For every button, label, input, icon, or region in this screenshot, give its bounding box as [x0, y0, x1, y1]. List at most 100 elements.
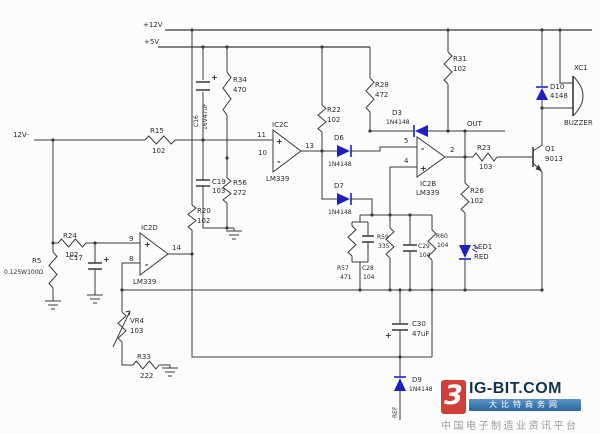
ground-icon [87, 292, 103, 304]
ic2b-pin-bot: 4 [404, 157, 409, 165]
r22-val: 102 [327, 116, 340, 124]
capacitor-c28 [362, 235, 374, 243]
c17-ref: C17 [69, 254, 83, 262]
opamp-ic2d [139, 232, 169, 276]
r22-ref: R22 [327, 106, 341, 114]
ic2c-plus: + [276, 137, 283, 146]
resistors [48, 51, 498, 370]
r59-ref: R59 [377, 234, 389, 241]
ic2c-ref: IC2C [272, 121, 288, 129]
capacitor-c17 [88, 262, 102, 270]
ic2b-chip: LM339 [416, 189, 439, 197]
ground-icon [226, 230, 242, 240]
resistor-r26 [460, 182, 470, 214]
diode-d10 [536, 86, 548, 100]
capacitor-c29 [403, 244, 417, 252]
r57-val: 471 [340, 274, 352, 281]
xc1-ref: XC1 [574, 64, 588, 72]
r60-val: 104 [437, 242, 449, 249]
r26-ref: R26 [470, 187, 484, 195]
resistor-r5 [48, 251, 58, 289]
resistor-r33 [132, 360, 160, 370]
d6-ref: D6 [334, 134, 344, 142]
ref-label: REF [392, 406, 399, 418]
led1 [459, 244, 479, 260]
c29-ref: C29 [418, 243, 430, 250]
ic2d-ref: IC2D [141, 224, 158, 232]
ic2d-pin-top: 9 [129, 235, 133, 243]
c29-val: 104 [419, 252, 431, 259]
diode-d9 [394, 376, 406, 391]
r5-val: 0.125W100Ω [4, 269, 44, 276]
capacitor-c30 [392, 323, 408, 331]
capacitor-c19 [196, 179, 210, 187]
xc1-val: BUZZER [564, 119, 593, 127]
r60-ref: R60 [436, 233, 448, 240]
ic2d-chip: LM339 [133, 278, 156, 286]
d10-ref: D10 [550, 83, 564, 91]
c19-ref: C19 [212, 178, 226, 186]
c16-val: 16V47uF [202, 103, 209, 130]
ic2c-minus: - [277, 157, 280, 166]
ic2c-pin-bot: 10 [258, 149, 267, 157]
ic2c-pin-out: 13 [305, 142, 314, 150]
r33-val: 222 [140, 372, 153, 380]
r20-ref: R20 [197, 207, 211, 215]
r5-ref: R5 [32, 257, 41, 265]
watermark-tagline: 中国电子制造业资讯平台 [441, 421, 579, 432]
r57-ref: R57 [337, 265, 349, 272]
ic2b-plus: + [420, 164, 427, 173]
ic2d-plus: + [144, 240, 151, 249]
potentiometer-vr4 [112, 310, 131, 348]
net-labels: +12V +5V 12V- OUT REF [13, 21, 483, 418]
diodes [337, 86, 548, 391]
r26-val: 102 [470, 197, 483, 205]
d7-ref: D7 [334, 182, 344, 190]
r23-ref: R23 [477, 144, 491, 152]
resistor-r28 [365, 77, 375, 113]
buzzer-xc1 [572, 75, 584, 117]
led1-ref: LED1 [474, 243, 492, 251]
resistor-r15 [144, 135, 176, 145]
junctions [51, 28, 562, 359]
diode-d7 [337, 193, 352, 205]
r24-ref: R24 [63, 232, 77, 240]
transistor-q1 [532, 147, 542, 171]
diode-d3 [413, 125, 428, 137]
diode-d6 [337, 145, 352, 157]
resistor-r34 [222, 71, 232, 116]
resistor-r22 [317, 104, 327, 133]
c28-ref: C28 [362, 265, 374, 272]
ground-icon [162, 367, 178, 377]
part-labels: R15 102 C16 16V47uF + R34 470 C19 103 R5… [4, 55, 593, 393]
capacitor-c16 [196, 81, 210, 91]
c17-plus: + [103, 255, 110, 264]
resistor-r59 [385, 227, 395, 259]
ic2d-pin-bot: 8 [129, 255, 133, 263]
d10-val: 4148 [550, 92, 568, 100]
c28-val: 104 [363, 274, 375, 281]
ig-bit-logo-icon: 3 [441, 380, 466, 414]
opamp-ic2c [272, 129, 302, 173]
watermark-site: IG-BIT.COM [469, 380, 562, 397]
capacitors [88, 81, 417, 331]
d7-val: 1N4148 [328, 209, 352, 216]
r31-val: 102 [453, 65, 466, 73]
r15-val: 102 [152, 147, 165, 155]
r24-val: 102 [65, 251, 78, 259]
ic2b-ref: IC2B [420, 180, 436, 188]
q1-ref: Q1 [545, 145, 555, 153]
ic2c-chip: LM339 [266, 175, 289, 183]
wires [34, 29, 592, 420]
c30-ref: C30 [412, 320, 426, 328]
r23-val: 103 [479, 163, 492, 171]
ground-icon [45, 298, 61, 310]
d9-val: 1N4148 [409, 386, 433, 393]
vr4-val: 103 [130, 327, 143, 335]
vr4-ref: VR4 [130, 317, 145, 325]
ic2b-pin-top: 5 [404, 137, 408, 145]
resistor-r60 [427, 229, 437, 261]
opamp-ic2b [416, 136, 446, 178]
ic2d-minus: - [145, 260, 148, 269]
